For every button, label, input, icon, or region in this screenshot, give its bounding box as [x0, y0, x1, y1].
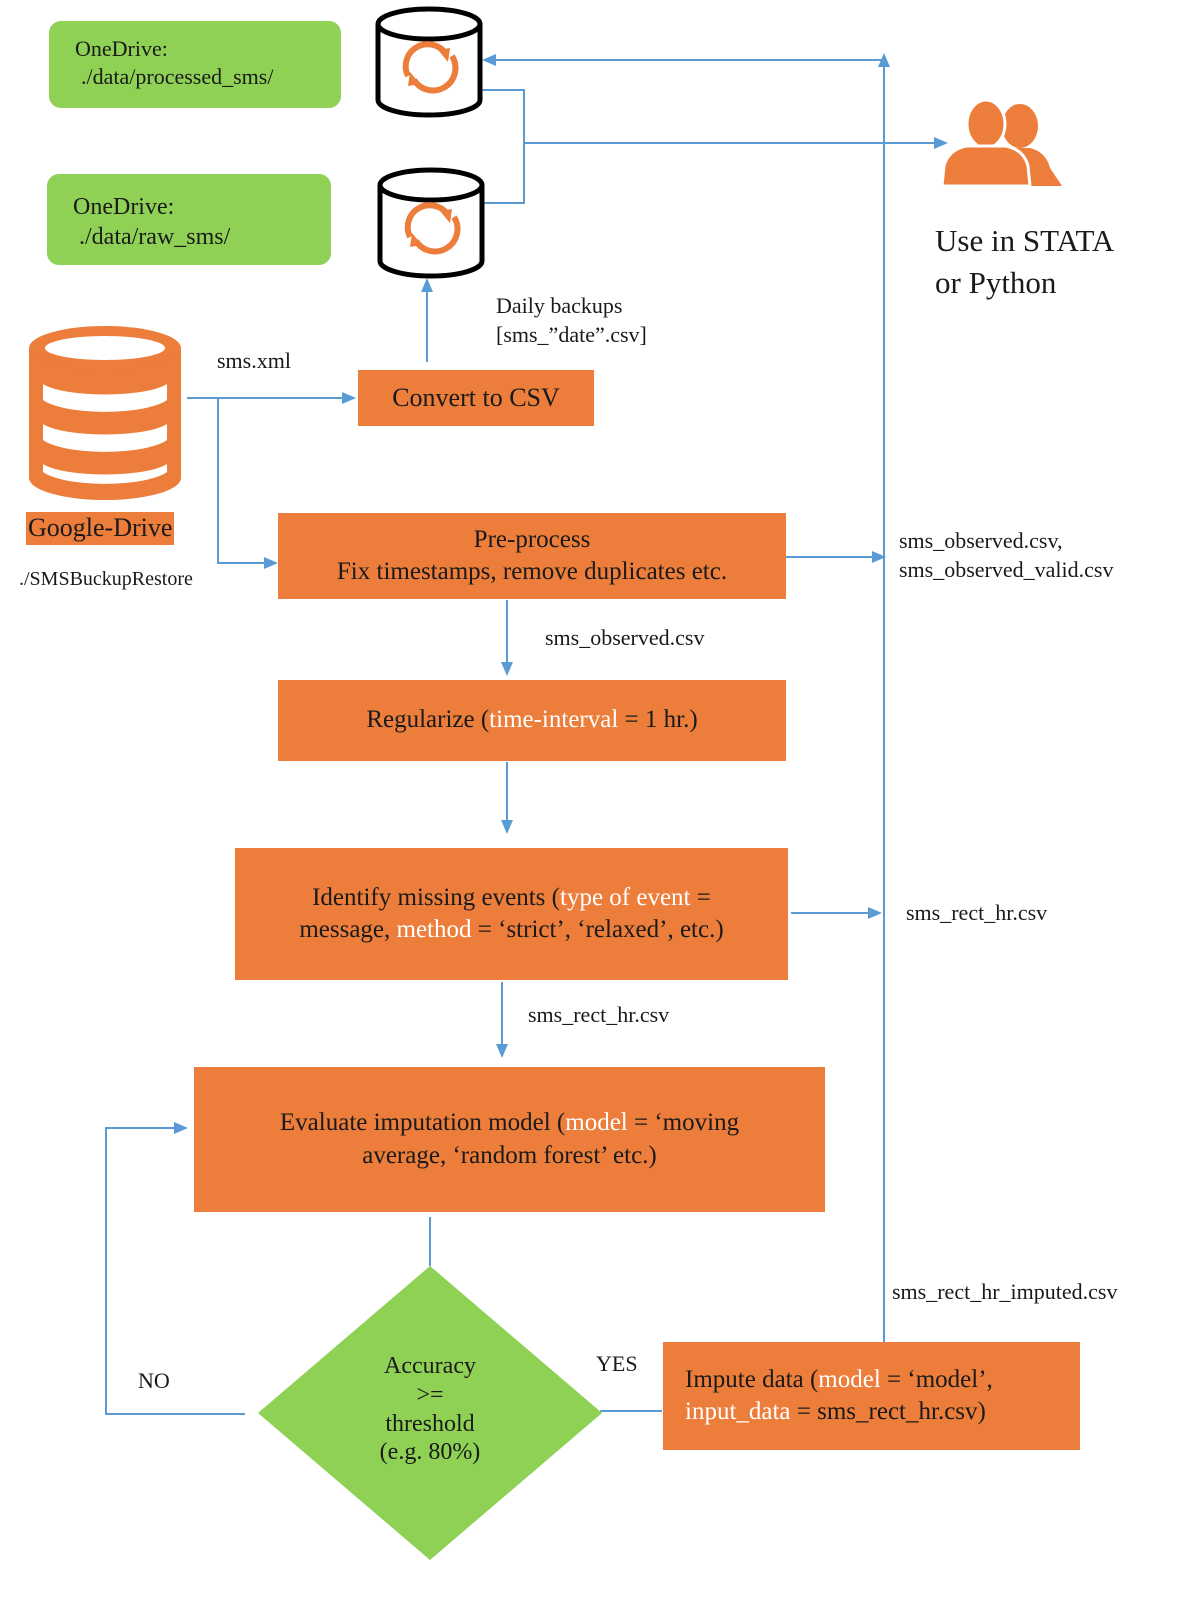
impute-param-model: model	[818, 1365, 881, 1393]
onedrive-raw-box: OneDrive: ./data/raw_sms/	[47, 174, 331, 265]
users-icon	[940, 98, 1062, 188]
sms-xml-label: sms.xml	[217, 348, 291, 373]
onedrive-processed-line1: OneDrive:	[75, 36, 168, 61]
onedrive-processed-box: OneDrive: ./data/processed_sms/	[49, 21, 341, 108]
google-drive-label: Google-Drive	[26, 512, 175, 545]
evaluate-param-model: model	[565, 1109, 628, 1136]
google-drive-path: ./SMSBuckupRestore	[19, 568, 193, 590]
regularize-post: = 1 hr.)	[618, 706, 698, 734]
convert-to-csv-box: Convert to CSV	[358, 370, 594, 426]
identify-l1-post: =	[690, 883, 711, 911]
users-label: Use in STATA or Python	[935, 220, 1114, 304]
yes-label: YES	[596, 1351, 638, 1376]
regularize-box: Regularize (time-interval = 1 hr.)	[278, 680, 786, 761]
impute-param-input: input_data	[685, 1398, 791, 1425]
identify-l2-post: = ‘strict’, ‘relaxed’, etc.)	[471, 916, 724, 943]
users-label-line1: Use in STATA	[935, 223, 1115, 258]
sync-cylinder-icon	[377, 167, 485, 279]
identify-param-method: method	[396, 916, 472, 943]
identify-param-type: type of event	[560, 883, 691, 911]
impute-l1-post: = ‘model’,	[880, 1365, 993, 1393]
users-label-line2: or Python	[935, 264, 1057, 300]
convert-to-csv-text: Convert to CSV	[392, 383, 560, 413]
connector-raw-out	[482, 89, 525, 204]
evaluate-box: Evaluate imputation model (model = ‘movi…	[194, 1067, 825, 1212]
onedrive-raw-path: ./data/raw_sms/	[79, 224, 231, 250]
impute-box: Impute data (model = ‘model’, input_data…	[663, 1342, 1080, 1450]
identify-l2-pre: message,	[299, 916, 397, 943]
regularize-param: time-interval	[489, 706, 619, 734]
preprocess-box: Pre-process Fix timestamps, remove dupli…	[278, 513, 786, 599]
database-icon	[29, 326, 181, 500]
arrow-no-loop	[105, 1122, 245, 1415]
identify-box: Identify missing events (type of event =…	[235, 848, 788, 980]
imputed-out-label: sms_rect_hr_imputed.csv	[892, 1279, 1118, 1304]
decision-text: Accuracy >= threshold (e.g. 80%)	[350, 1352, 510, 1467]
sync-cylinder-icon	[375, 6, 483, 118]
evaluate-line2: average, ‘random forest’ etc.)	[362, 1141, 657, 1169]
observed-out-line2: sms_observed_valid.csv	[899, 556, 1114, 582]
daily-backups-line1: Daily backups	[496, 293, 623, 318]
no-label: NO	[138, 1368, 170, 1393]
rect-down-label: sms_rect_hr.csv	[528, 1002, 670, 1027]
evaluate-l1-post: = ‘moving	[627, 1109, 740, 1136]
preprocess-title: Pre-process	[473, 525, 591, 553]
evaluate-l1-pre: Evaluate imputation model (	[279, 1109, 566, 1136]
decision-line1: Accuracy	[384, 1353, 476, 1379]
daily-backups-line2: [sms_”date”.csv]	[496, 321, 647, 347]
observed-down-label: sms_observed.csv	[545, 625, 705, 650]
impute-line2: input_data = sms_rect_hr.csv)	[685, 1396, 986, 1429]
identify-line2: message, method = ‘strict’, ‘relaxed’, e…	[299, 914, 723, 947]
decision-line4: (e.g. 80%)	[379, 1439, 481, 1466]
rect-out-label: sms_rect_hr.csv	[906, 900, 1048, 925]
impute-line1: Impute data (model = ‘model’,	[685, 1364, 993, 1397]
onedrive-raw-line1: OneDrive:	[73, 194, 175, 220]
decision-line2: >=	[416, 1381, 444, 1408]
decision-line3: threshold	[385, 1410, 475, 1437]
impute-l1-pre: Impute data (	[685, 1365, 819, 1393]
identify-l1-pre: Identify missing events (	[312, 883, 560, 911]
daily-backups-label: Daily backups [sms_”date”.csv]	[496, 292, 647, 349]
identify-line1: Identify missing events (type of event =	[312, 882, 711, 915]
regularize-text: Regularize (time-interval = 1 hr.)	[366, 704, 697, 737]
onedrive-processed-path: ./data/processed_sms/	[81, 63, 274, 89]
decision-diamond	[258, 1266, 602, 1560]
preprocess-desc: Fix timestamps, remove duplicates etc.	[336, 558, 728, 585]
observed-out-label: sms_observed.csv, sms_observed_valid.csv	[899, 527, 1113, 584]
evaluate-line1: Evaluate imputation model (model = ‘movi…	[280, 1107, 739, 1140]
regularize-pre: Regularize (	[366, 706, 490, 734]
arrow-gdrive-to-preprocess	[217, 398, 278, 569]
impute-l2-post: = sms_rect_hr.csv)	[790, 1398, 986, 1425]
observed-out-line1: sms_observed.csv,	[899, 528, 1063, 553]
